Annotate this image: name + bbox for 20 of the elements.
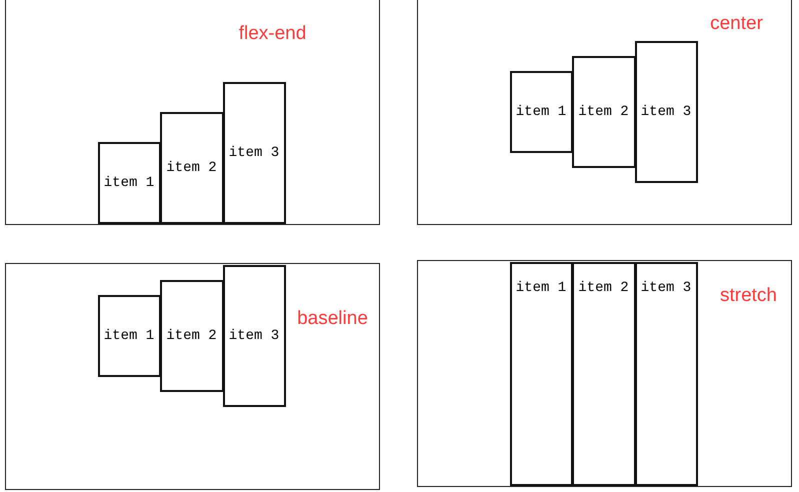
- flex-item: item 3: [222, 82, 286, 224]
- align-value-label: stretch: [720, 284, 778, 306]
- flex-container: [5, 0, 380, 225]
- flex-item: item 3: [634, 40, 698, 182]
- flex-item: item 2: [160, 280, 224, 392]
- flex-item: item 2: [160, 112, 224, 224]
- align-value-label: baseline: [297, 308, 368, 330]
- flex-item: item 2: [572, 262, 636, 486]
- flex-item: item 1: [510, 70, 572, 152]
- align-value-label: flex-end: [238, 22, 306, 44]
- flex-container: [417, 260, 792, 487]
- align-value-label: center: [710, 12, 763, 34]
- flex-item: item 1: [98, 142, 160, 224]
- flex-item: item 3: [222, 264, 286, 406]
- flex-item: item 1: [98, 294, 160, 376]
- flex-item: item 3: [634, 262, 698, 486]
- flex-container: [417, 0, 792, 225]
- flex-container: [5, 263, 380, 490]
- flex-item: item 1: [510, 262, 572, 486]
- flex-item: item 2: [572, 56, 636, 168]
